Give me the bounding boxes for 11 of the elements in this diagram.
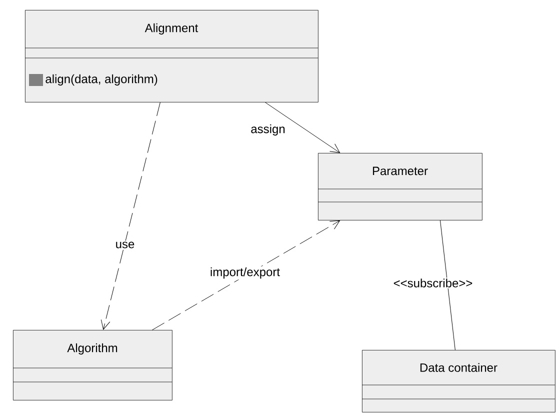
class-box: Parameter [318, 153, 482, 220]
class-box: Data container [362, 350, 556, 412]
edge-label: import/export [209, 266, 281, 280]
arrow [264, 102, 340, 153]
arrow [152, 220, 340, 330]
method-text: align(data, algorithm) [46, 74, 158, 86]
edge-label: assign [250, 123, 286, 137]
edge-label: use [114, 240, 136, 250]
class-box: Algorithm [12, 330, 172, 400]
edge-label: <<subscribe>> [392, 278, 474, 288]
arrow [100, 102, 160, 330]
